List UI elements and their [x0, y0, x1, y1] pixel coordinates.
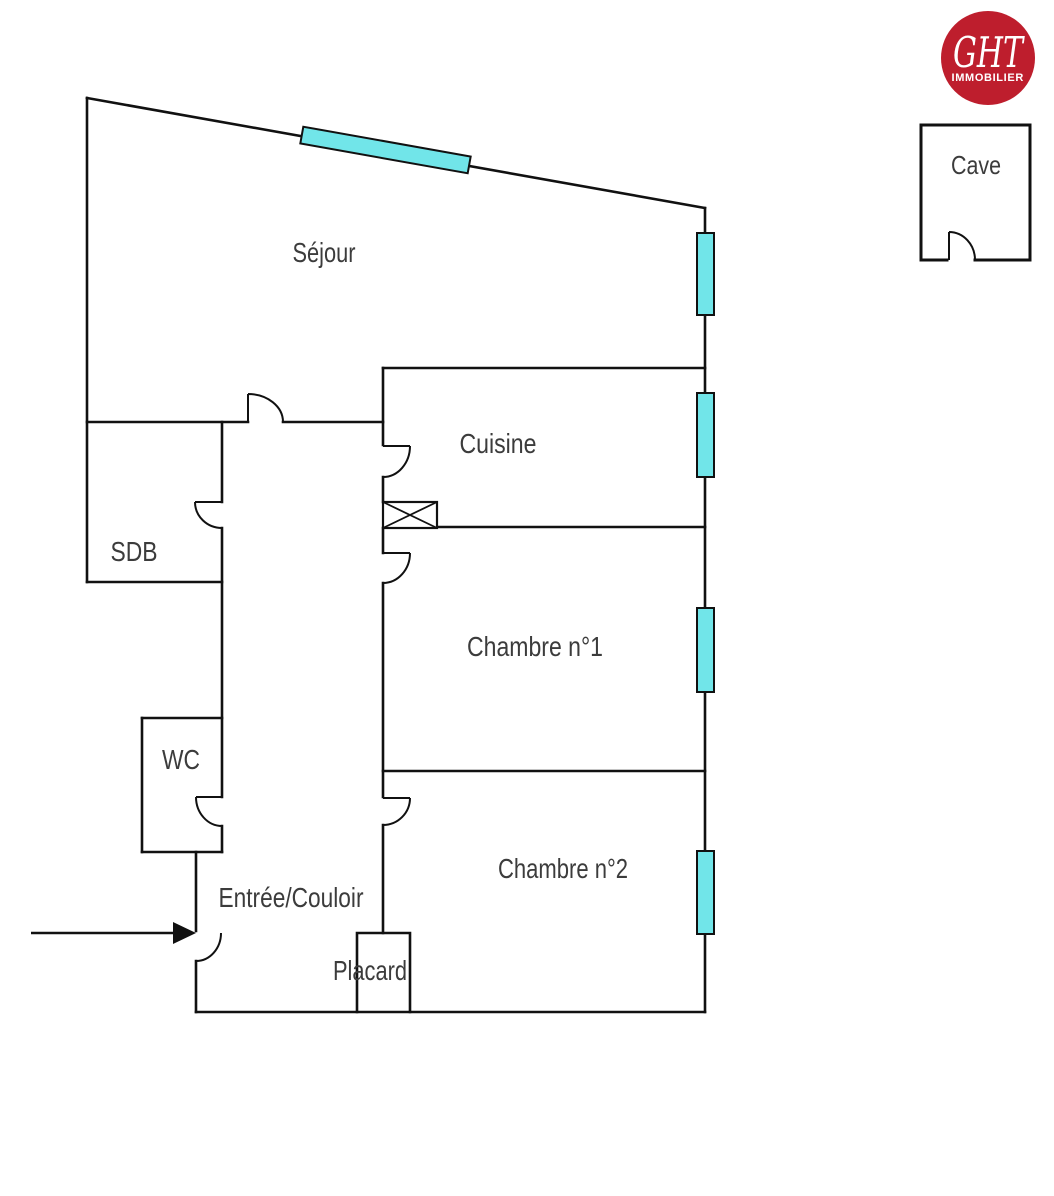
entrance-arrow [31, 922, 196, 944]
room-label-placard: Placard [333, 955, 407, 986]
door-arc-chambre1 [382, 552, 411, 584]
duct-crossbox-diagonals [382, 501, 438, 529]
door-arc-wc [195, 796, 223, 827]
room-label-cave: Cave [951, 150, 1001, 180]
room-label-cuisine: Cuisine [460, 428, 537, 459]
window-sejour-top [299, 125, 472, 175]
cave-box [919, 123, 1032, 262]
cave-walls-with-door-gap [919, 123, 1032, 262]
logo-brand-text: GHT [953, 28, 1025, 77]
doors [194, 231, 976, 962]
window-sejour-right [696, 232, 715, 316]
room-label-chambre1: Chambre n°1 [467, 631, 603, 662]
door-arc-sejour [247, 393, 284, 423]
walls [85, 96, 707, 1014]
room-label-sdb: SDB [111, 536, 158, 567]
placard-box [355, 931, 412, 1014]
duct-crossbox [381, 500, 439, 530]
door-arc-chambre2 [382, 797, 411, 826]
room-label-entree: Entrée/Couloir [219, 882, 364, 913]
door-arc-cuisine [382, 445, 411, 478]
door-arc-cave [948, 231, 976, 261]
door-arc-sdb [194, 501, 223, 529]
entrance-arrow-head [173, 922, 196, 944]
door-arc-entrance [195, 932, 222, 962]
room-label-wc: WC [162, 744, 200, 775]
window-chambre2-right [696, 850, 715, 935]
room-labels: Séjour Cuisine SDB WC Entrée/Couloir Pla… [111, 150, 1002, 986]
windows [299, 125, 715, 935]
logo-circle [941, 11, 1035, 105]
window-cuisine-right [696, 392, 715, 478]
brand-logo: GHT IMMOBILIER [941, 11, 1035, 105]
room-label-sejour: Séjour [293, 237, 356, 268]
window-chambre1-right [696, 607, 715, 693]
room-label-chambre2: Chambre n°2 [498, 853, 628, 884]
logo-tagline-text: IMMOBILIER [952, 72, 1025, 84]
